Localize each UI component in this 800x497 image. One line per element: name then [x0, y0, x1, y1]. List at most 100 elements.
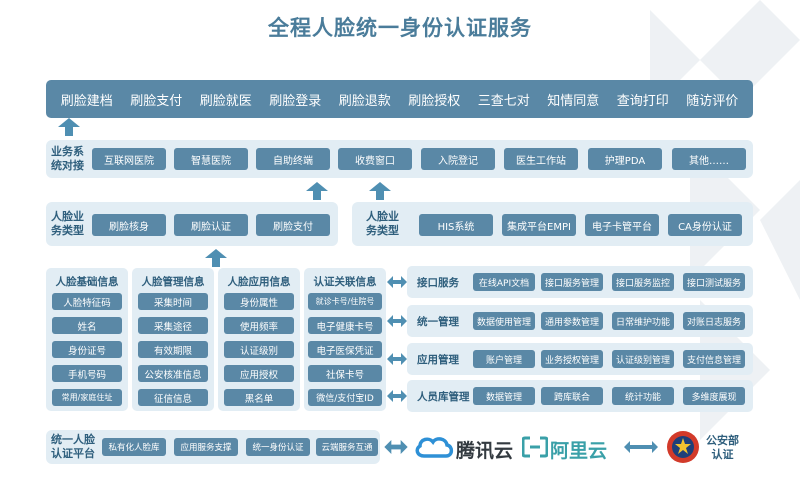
info-item[interactable]: 应用授权: [224, 365, 294, 382]
double-arrow-icon: [387, 390, 407, 402]
integration-button[interactable]: HIS系统: [419, 214, 493, 236]
service-row: 人员库管理 数据管理 跨库联合 统计功能 多维度展现: [407, 380, 753, 412]
info-item[interactable]: 有效期限: [138, 341, 208, 358]
service-button[interactable]: 支付信息管理: [683, 350, 745, 368]
integration-button[interactable]: 电子卡管平台: [585, 214, 659, 236]
info-item[interactable]: 电子健康卡号: [308, 317, 382, 334]
integration-button[interactable]: CA身份认证: [668, 214, 742, 236]
service-button[interactable]: 数据使用管理: [473, 312, 535, 330]
info-item[interactable]: 微信/支付宝ID: [308, 389, 382, 406]
business-connect-panel: 业务系 统对接 互联网医院 智慧医院 自助终端 收费窗口 入院登记 医生工作站 …: [46, 140, 753, 178]
service-button[interactable]: 对账日志服务: [683, 312, 745, 330]
info-item[interactable]: 黑名单: [224, 389, 294, 406]
scenario-item[interactable]: 三查七对: [477, 93, 530, 109]
info-item[interactable]: 采集途径: [138, 317, 208, 334]
info-item[interactable]: 就诊卡号/住院号: [308, 293, 382, 310]
info-column-title: 人脸管理信息: [141, 276, 205, 288]
aliyun-logo-icon: [522, 436, 548, 458]
tencent-cloud-logo-icon: [415, 437, 454, 458]
info-item[interactable]: 电子医保凭证: [308, 341, 382, 358]
platform-button[interactable]: 应用服务支撑: [174, 438, 238, 456]
system-button[interactable]: 入院登记: [421, 148, 495, 170]
up-arrow-icon: [58, 118, 80, 136]
info-item[interactable]: 身份证号: [52, 341, 122, 358]
integration-button[interactable]: 集成平台EMPI: [502, 214, 576, 236]
scenario-item[interactable]: 刷脸登录: [269, 93, 322, 109]
info-item[interactable]: 手机号码: [52, 365, 122, 382]
system-button[interactable]: 其他……: [672, 148, 746, 170]
info-item[interactable]: 社保卡号: [308, 365, 382, 382]
aliyun-label: 阿里云: [550, 440, 608, 462]
service-button[interactable]: 业务授权管理: [541, 350, 603, 368]
service-button[interactable]: 在线API文档: [473, 273, 535, 291]
system-button[interactable]: 互联网医院: [92, 148, 166, 170]
face-business-label: 人脸业 务类型: [51, 210, 84, 237]
service-button[interactable]: 认证级别管理: [612, 350, 674, 368]
service-label: 接口服务: [417, 277, 459, 289]
scenario-item[interactable]: 刷脸支付: [130, 93, 183, 109]
scenario-item[interactable]: 随访评价: [686, 93, 739, 109]
platform-label: 统一人脸 认证平台: [51, 433, 95, 460]
info-item[interactable]: 认证级别: [224, 341, 294, 358]
scenario-item[interactable]: 刷脸授权: [408, 93, 461, 109]
business-connect-label: 业务系 统对接: [51, 145, 84, 172]
face-business-panel-right: 人脸业 务类型 HIS系统 集成平台EMPI 电子卡管平台 CA身份认证: [352, 202, 753, 246]
info-column-title: 人脸应用信息: [227, 276, 291, 288]
info-item[interactable]: 人脸特征码: [52, 293, 122, 310]
up-arrow-icon: [205, 249, 227, 267]
service-label: 统一管理: [417, 316, 459, 328]
system-button[interactable]: 医生工作站: [504, 148, 578, 170]
scenario-item[interactable]: 刷脸退款: [338, 93, 391, 109]
info-item[interactable]: 使用频率: [224, 317, 294, 334]
service-button[interactable]: 账户管理: [473, 350, 535, 368]
info-item[interactable]: 身份属性: [224, 293, 294, 310]
face-business-button[interactable]: 刷脸认证: [174, 214, 248, 236]
top-scenario-bar: 刷脸建档 刷脸支付 刷脸就医 刷脸登录 刷脸退款 刷脸授权 三查七对 知情同意 …: [46, 80, 753, 118]
service-button[interactable]: 通用参数管理: [541, 312, 603, 330]
scenario-item[interactable]: 刷脸就医: [199, 93, 252, 109]
service-button[interactable]: 接口服务监控: [612, 273, 674, 291]
service-button[interactable]: 接口测试服务: [683, 273, 745, 291]
service-button[interactable]: 数据管理: [473, 387, 535, 405]
unified-platform-panel: 统一人脸 认证平台 私有化人脸库 应用服务支撑 统一身份认证 云端服务互通: [46, 430, 380, 464]
info-item[interactable]: 征信信息: [138, 389, 208, 406]
tencent-cloud-label: 腾讯云: [456, 440, 514, 462]
info-column: 人脸基础信息 人脸特征码 姓名 身份证号 手机号码 常用/家庭住址: [46, 268, 128, 411]
info-item[interactable]: 姓名: [52, 317, 122, 334]
up-arrow-icon: [306, 182, 328, 200]
info-item[interactable]: 公安核准信息: [138, 365, 208, 382]
info-item[interactable]: 采集时间: [138, 293, 208, 310]
face-business-panel-left: 人脸业 务类型 刷脸核身 刷脸认证 刷脸支付: [46, 202, 338, 246]
platform-button[interactable]: 统一身份认证: [246, 438, 310, 456]
scenario-item[interactable]: 刷脸建档: [60, 93, 113, 109]
service-row: 应用管理 账户管理 业务授权管理 认证级别管理 支付信息管理: [407, 343, 753, 375]
service-button[interactable]: 统计功能: [612, 387, 674, 405]
system-button[interactable]: 收费窗口: [338, 148, 412, 170]
service-button[interactable]: 多维度展现: [683, 387, 745, 405]
service-button[interactable]: 跨库联合: [541, 387, 603, 405]
platform-button[interactable]: 云端服务互通: [316, 438, 378, 456]
info-item[interactable]: 常用/家庭住址: [52, 389, 122, 406]
system-button[interactable]: 护理PDA: [588, 148, 662, 170]
service-row: 接口服务 在线API文档 接口服务管理 接口服务监控 接口测试服务: [407, 266, 753, 298]
info-column: 人脸管理信息 采集时间 采集途径 有效期限 公安核准信息 征信信息: [132, 268, 214, 411]
platform-button[interactable]: 私有化人脸库: [102, 438, 166, 456]
face-business-button[interactable]: 刷脸支付: [256, 214, 330, 236]
service-button[interactable]: 接口服务管理: [541, 273, 603, 291]
service-button[interactable]: 日常维护功能: [612, 312, 674, 330]
service-label: 应用管理: [417, 354, 459, 366]
info-column: 认证关联信息 就诊卡号/住院号 电子健康卡号 电子医保凭证 社保卡号 微信/支付…: [304, 268, 386, 411]
info-column-title: 人脸基础信息: [55, 276, 119, 288]
scenario-item[interactable]: 查询打印: [616, 93, 669, 109]
double-arrow-icon: [387, 315, 407, 327]
scenario-item[interactable]: 知情同意: [547, 93, 600, 109]
double-arrow-icon: [387, 353, 407, 365]
police-emblem-icon: [667, 431, 699, 463]
double-arrow-icon: [384, 440, 408, 454]
service-label: 人员库管理: [417, 391, 470, 403]
system-button[interactable]: 自助终端: [256, 148, 330, 170]
face-business-button[interactable]: 刷脸核身: [92, 214, 166, 236]
system-button[interactable]: 智慧医院: [174, 148, 248, 170]
police-auth-label: 公安部 认证: [706, 434, 739, 461]
